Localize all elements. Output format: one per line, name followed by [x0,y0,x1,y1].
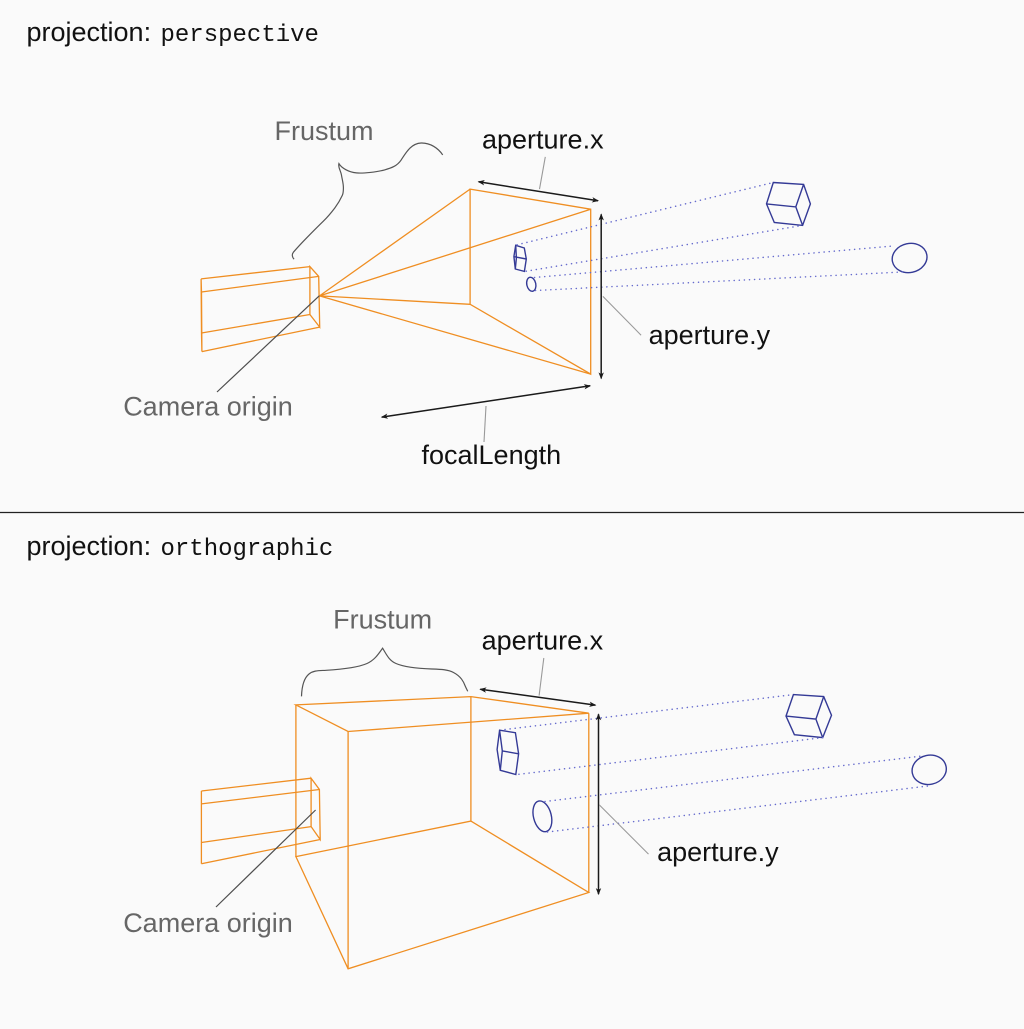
svg-text:Frustum: Frustum [333,605,432,635]
svg-text:aperture.x: aperture.x [482,125,604,155]
svg-text:Camera origin: Camera origin [123,392,293,422]
svg-text:perspective: perspective [161,22,319,49]
svg-text:aperture.y: aperture.y [657,837,779,867]
svg-text:focalLength: focalLength [422,440,562,470]
svg-text:Frustum: Frustum [275,116,374,146]
svg-text:orthographic: orthographic [161,536,334,563]
svg-text:projection:: projection: [27,17,152,47]
svg-text:aperture.y: aperture.y [649,320,771,350]
svg-text:aperture.x: aperture.x [482,625,604,655]
svg-text:Camera origin: Camera origin [123,908,293,938]
svg-text:projection:: projection: [27,531,152,561]
